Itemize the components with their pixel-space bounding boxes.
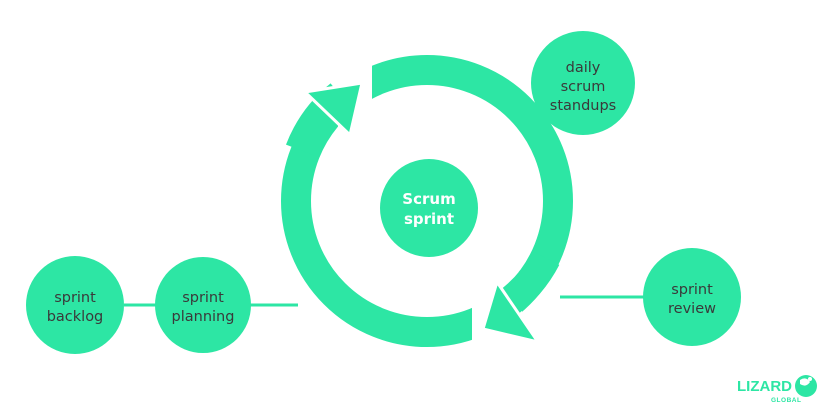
sprint-cycle-ring xyxy=(281,55,573,347)
node-daily-scrum-label-3: standups xyxy=(550,98,616,114)
node-daily-scrum: daily scrum standups xyxy=(531,31,635,135)
node-sprint-planning-label-2: planning xyxy=(172,309,235,325)
node-daily-scrum-circle xyxy=(531,31,635,135)
node-sprint-backlog-label-1: sprint xyxy=(54,290,96,306)
node-scrum-sprint-circle xyxy=(380,159,478,257)
node-sprint-review-label-2: review xyxy=(668,301,716,317)
logo-subtitle: GLOBAL xyxy=(771,397,801,404)
lizard-global-logo: LIZARD GLOBAL xyxy=(737,375,817,404)
node-sprint-backlog-label-2: backlog xyxy=(47,309,104,325)
node-scrum-sprint: Scrum sprint xyxy=(380,159,478,257)
node-sprint-backlog-circle xyxy=(26,256,124,354)
sprint-cycle xyxy=(281,55,573,347)
node-sprint-review: sprint review xyxy=(643,248,741,346)
node-sprint-planning-label-1: sprint xyxy=(182,290,224,306)
cycle-arrow-bottom-icon xyxy=(481,278,542,345)
logo-name: LIZARD xyxy=(737,378,792,395)
lizard-icon xyxy=(795,375,817,397)
node-sprint-review-circle xyxy=(643,248,741,346)
node-scrum-sprint-label-1: Scrum xyxy=(402,190,455,208)
node-sprint-planning: sprint planning xyxy=(155,257,251,353)
node-sprint-planning-circle xyxy=(155,257,251,353)
node-sprint-review-label-1: sprint xyxy=(671,282,713,298)
node-scrum-sprint-label-2: sprint xyxy=(404,210,454,228)
node-sprint-backlog: sprint backlog xyxy=(26,256,124,354)
node-daily-scrum-label-1: daily xyxy=(566,60,601,76)
cycle-arrow-top-icon xyxy=(301,81,364,138)
node-daily-scrum-label-2: scrum xyxy=(561,79,606,95)
